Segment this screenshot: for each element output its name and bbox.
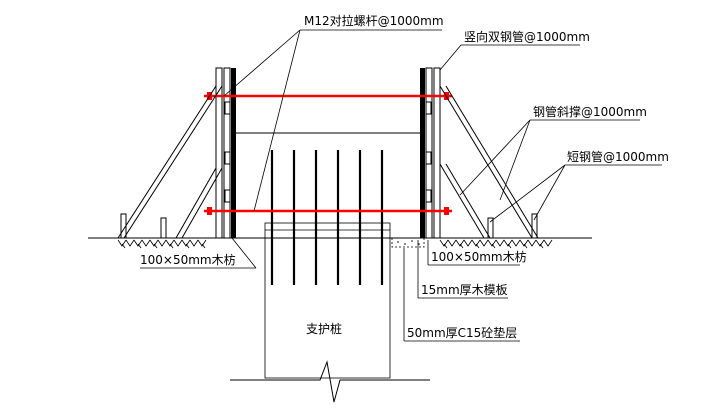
soil-hatch-left xyxy=(117,239,207,249)
label-tie-rod: M12对拉螺杆@1000mm xyxy=(304,13,444,28)
reinforcement-bars xyxy=(270,150,384,285)
label-vertical-pipe: 竖向双钢管@1000mm xyxy=(464,29,590,44)
diagonal-brace-left xyxy=(117,85,223,239)
short-pipe-right xyxy=(531,213,538,239)
timber-block-left xyxy=(224,151,231,165)
label-short-pipe: 短钢管@1000mm xyxy=(567,149,669,164)
leader-lines xyxy=(140,29,662,342)
tie-rod-nuts xyxy=(207,92,449,215)
label-cushion: 50mm厚C15砼垫层 xyxy=(407,325,517,340)
diagonal-brace-right xyxy=(439,85,539,239)
timber-block-right xyxy=(425,189,432,203)
cushion-dots xyxy=(397,240,420,245)
support-pile xyxy=(264,222,391,379)
short-pipe-left xyxy=(160,217,167,239)
label-formwork: 15mm厚木模板 xyxy=(421,283,508,297)
formwork-left xyxy=(231,68,236,238)
label-diagonal-brace: 钢管斜撑@1000mm xyxy=(533,104,647,119)
timber-block-left xyxy=(224,101,231,115)
timber-block-right xyxy=(425,101,432,115)
vertical-pipe-left-outer xyxy=(215,67,223,239)
cushion-layer xyxy=(391,237,425,248)
short-pipe-left xyxy=(120,213,127,239)
formwork-right xyxy=(420,68,425,238)
vertical-pipe-right-outer xyxy=(433,67,441,239)
short-pipe-right xyxy=(487,217,494,239)
label-timber-right: 100×50mm木枋 xyxy=(431,249,527,264)
label-pile: 支护桩 xyxy=(306,321,342,336)
timber-block-left xyxy=(224,189,231,203)
timber-block-right xyxy=(425,151,432,165)
soil-hatch-right xyxy=(439,239,553,249)
break-line xyxy=(230,360,430,403)
label-timber-left: 100×50mm木枋 xyxy=(140,252,236,267)
